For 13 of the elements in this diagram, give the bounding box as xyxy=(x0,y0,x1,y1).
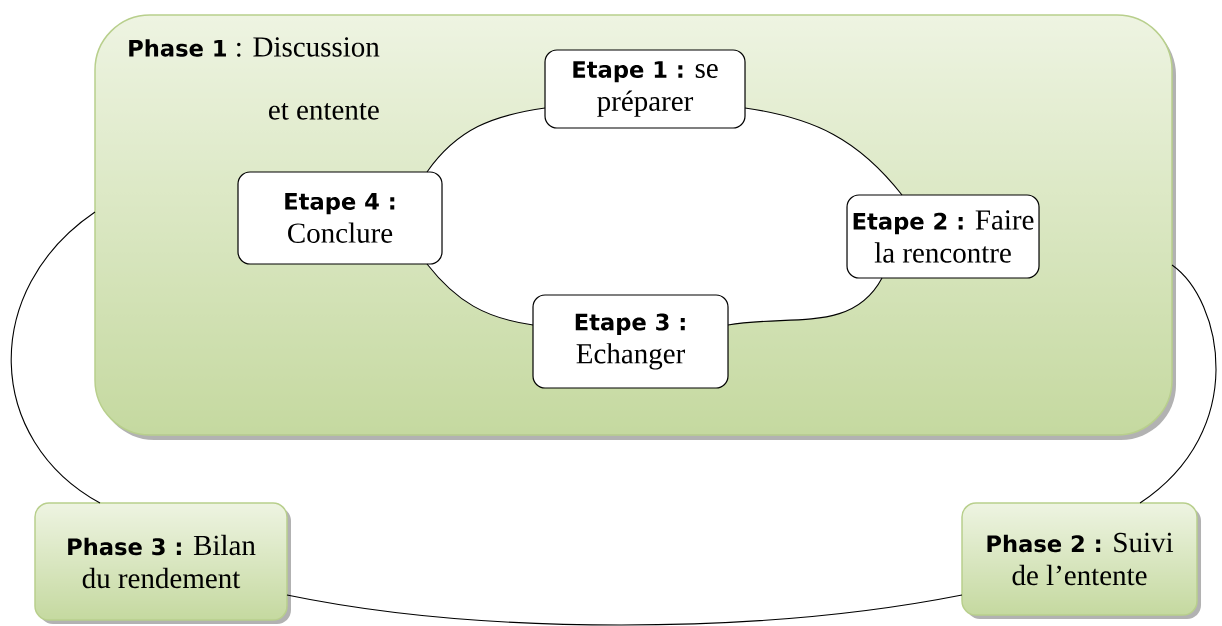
step-box: Etape 4 : Conclure xyxy=(237,171,443,265)
cycle-arc xyxy=(286,594,963,626)
cycle-arc xyxy=(744,107,903,196)
phase-box: Phase 2 : Suivi de l’entente xyxy=(961,502,1201,619)
step-box: Etape 2 : Faire la rencontre xyxy=(846,194,1040,279)
cycle-arc xyxy=(727,277,883,326)
cycle-arc xyxy=(1139,264,1217,504)
step-box: Etape 3 : Echanger xyxy=(532,294,729,389)
step-box: Etape 1 : se préparer xyxy=(544,49,746,129)
phase-box: Phase 3 : Bilan du rendement xyxy=(34,502,291,624)
cycle-arc xyxy=(426,107,546,173)
cycle-arc xyxy=(10,211,101,504)
cycle-arc xyxy=(426,263,534,326)
